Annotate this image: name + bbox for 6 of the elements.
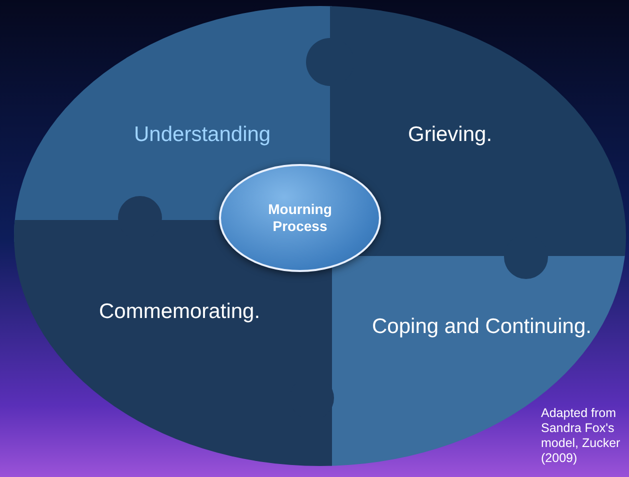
piece-label: Understanding	[134, 123, 271, 147]
piece-label: Grieving.	[408, 123, 492, 147]
center-label: Mourning Process	[267, 201, 333, 235]
source-note: Adapted from Sandra Fox's model, Zucker (2009)	[541, 406, 622, 466]
piece-label: Coping and Continuing.	[372, 315, 592, 339]
piece-label: Commemorating.	[99, 300, 260, 324]
